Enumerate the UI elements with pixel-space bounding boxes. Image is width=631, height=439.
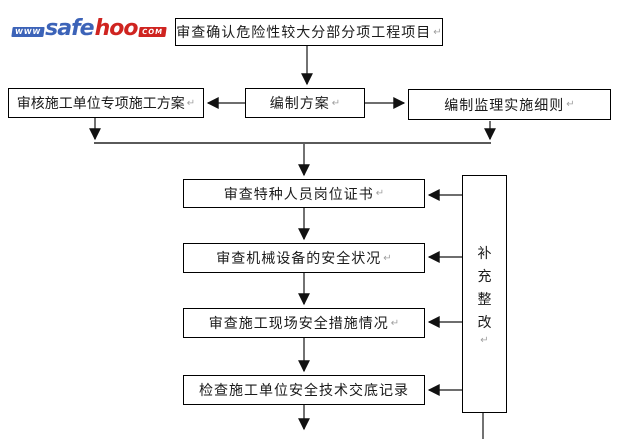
flow-box-check-safety-disclosure-records: 检查施工单位安全技术交底记录	[183, 375, 425, 405]
flow-box-label: 补充整改	[477, 245, 492, 331]
paragraph-return-mark: ↵	[433, 26, 442, 38]
paragraph-return-mark: ↵	[383, 252, 392, 264]
flow-box-label: 审核施工单位专项施工方案	[16, 96, 185, 112]
flow-box-check-site-safety-measures: 审查施工现场安全措施情况↵	[183, 308, 425, 338]
paragraph-return-mark: ↵	[566, 99, 575, 110]
flow-box-review-construction-plan: 审核施工单位专项施工方案↵	[8, 88, 204, 118]
flow-box-label: 审查施工现场安全措施情况	[208, 316, 389, 332]
paragraph-return-mark: ↵	[480, 334, 489, 346]
flow-box-label: 审查确认危险性较大分部分项工程项目	[176, 25, 432, 41]
logo-com-badge: COM	[137, 27, 167, 37]
flow-box-supplement-rectification: 补充整改 ↵	[462, 175, 507, 413]
flow-box-label: 审查特种人员岗位证书	[223, 186, 374, 203]
flow-box-check-special-personnel-certificates: 审查特种人员岗位证书↵	[183, 179, 425, 208]
logo-safe-text: safe	[45, 16, 94, 41]
flow-box-make-plan: 编制方案↵	[245, 88, 365, 118]
flow-box-label: 检查施工单位安全技术交底记录	[199, 383, 409, 399]
logo-www-badge: WWW	[11, 27, 45, 37]
flow-box-confirm-dangerous-projects: 审查确认危险性较大分部分项工程项目↵	[175, 18, 443, 46]
logo-hoo-text: hoo	[94, 16, 139, 41]
flow-box-make-supervision-rules: 编制监理实施细则↵	[408, 89, 611, 120]
flow-box-label: 编制方案	[269, 96, 330, 112]
paragraph-return-mark: ↵	[331, 97, 341, 109]
flow-box-label: 编制监理实施细则	[444, 97, 565, 114]
paragraph-return-mark: ↵	[390, 317, 400, 329]
paragraph-return-mark: ↵	[375, 188, 385, 199]
paragraph-return-mark: ↵	[186, 97, 196, 109]
flow-box-label: 审查机械设备的安全状况	[216, 251, 382, 267]
flow-box-check-machinery-safety: 审查机械设备的安全状况↵	[183, 243, 425, 273]
